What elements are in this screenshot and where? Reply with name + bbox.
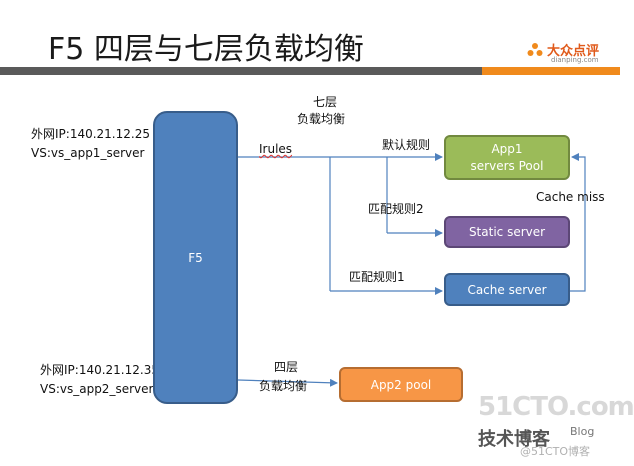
app1-node-label-line2: servers Pool: [470, 158, 544, 173]
app2-pool-label: App2 pool: [370, 377, 432, 392]
f5-node-label: F5: [188, 250, 203, 265]
four-layer-label-line2: 负载均衡: [259, 379, 308, 393]
app1-node-label-line1: App1: [491, 141, 523, 156]
app1-pool-node: App1 servers Pool: [444, 135, 570, 180]
default-rule-label: 默认规则: [382, 138, 431, 152]
title-divider-accent: [482, 67, 620, 75]
cache-miss-label: Cache miss: [536, 190, 605, 204]
f5-to-app2-connector: [237, 378, 338, 387]
cache-server-node: Cache server: [444, 273, 570, 306]
cache-server-label: Cache server: [467, 282, 547, 297]
watermark-cn: 技术博客: [478, 429, 550, 450]
seven-layer-label-line2: 负载均衡: [297, 112, 346, 126]
dianping-logo-icon: [527, 43, 543, 56]
four-layer-label-line1: 四层: [274, 360, 299, 374]
vip1-ip-label: 外网IP:140.21.12.25: [31, 127, 150, 141]
f5-node: F5: [153, 111, 238, 404]
slide: F5 四层与七层负载均衡 大众点评 dianping.com 外网IP:140.…: [0, 32, 634, 458]
logo-en-text: dianping.com: [551, 56, 599, 64]
dianping-logo: 大众点评 dianping.com: [521, 40, 611, 64]
static-server-node: Static server: [444, 216, 570, 248]
static-server-label: Static server: [468, 225, 546, 239]
vip2-vs-label: VS:vs_app2_server: [40, 382, 154, 396]
connector-lines: [237, 153, 586, 387]
title-divider-bar: [0, 67, 620, 75]
vip2-ip-label: 外网IP:140.21.12.35: [40, 363, 159, 377]
watermark-51cto: 51CTO.com: [478, 392, 634, 422]
seven-layer-label-line1: 七层: [313, 95, 338, 109]
logo-cn-text: 大众点评: [547, 44, 600, 59]
irules-label: Irules: [259, 142, 293, 156]
app2-pool-node: App2 pool: [339, 367, 463, 402]
watermark-blog: Blog: [570, 425, 595, 438]
watermark-small: @51CTO博客: [520, 445, 591, 458]
vip1-vs-label: VS:vs_app1_server: [31, 146, 145, 160]
slide-title: F5 四层与七层负载均衡: [48, 32, 364, 67]
match-rule-1-label: 匹配规则1: [349, 270, 405, 284]
cache-miss-connector: [570, 153, 586, 292]
match-rule-2-label: 匹配规则2: [368, 202, 424, 216]
